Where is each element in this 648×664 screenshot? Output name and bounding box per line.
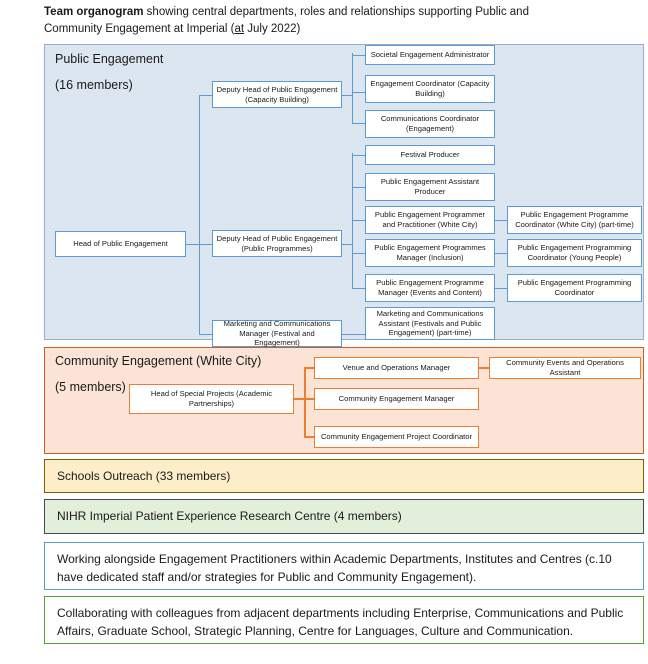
node-pe-programmes-manager-inclusion[interactable]: Public Engagement Programmes Manager (In… <box>365 239 495 267</box>
node-community-events-and-operations-assistant[interactable]: Community Events and Operations Assistan… <box>489 357 641 379</box>
node-community-engagement-project-coordinator[interactable]: Community Engagement Project Coordinator <box>314 426 479 448</box>
connector-to-pe-programming-coordinator <box>495 287 508 289</box>
node-pe-programmer-practitioner-white-city[interactable]: Public Engagement Programmer and Practit… <box>365 206 495 234</box>
caption-line2-underline: at <box>234 23 245 35</box>
connector-community-child-2 <box>304 398 315 400</box>
connector-spine-to-deputy-programmes <box>199 243 213 245</box>
node-deputy-head-public-programmes[interactable]: Deputy Head of Public Engagement (Public… <box>212 230 342 257</box>
connector-programmes-child-2 <box>352 186 366 188</box>
node-head-of-public-engagement[interactable]: Head of Public Engagement <box>55 231 186 257</box>
node-pe-programming-coordinator-young-people[interactable]: Public Engagement Programming Coordinato… <box>507 239 642 267</box>
connector-community-child-1 <box>304 367 315 369</box>
connector-to-pe-programming-coordinator-young-people <box>495 252 508 254</box>
connector-deputy-capacity-out <box>342 94 353 96</box>
caption-lead: Team organogram <box>44 6 144 18</box>
section-schools-outreach: Schools Outreach (33 members) <box>44 459 644 493</box>
connector-spine-to-deputy-capacity <box>199 94 213 96</box>
connector-special-projects-out <box>294 398 305 400</box>
community-engagement-member-count: (5 members) <box>55 380 126 394</box>
node-engagement-coordinator-capacity-building[interactable]: Engagement Coordinator (Capacity Buildin… <box>365 75 495 103</box>
node-societal-engagement-administrator[interactable]: Societal Engagement Administrator <box>365 45 495 65</box>
connector-spine-level1 <box>199 95 201 334</box>
connector-marketing-manager-to-assistant <box>342 333 365 335</box>
note-engagement-practitioners-text: Working alongside Engagement Practitione… <box>57 552 612 584</box>
connector-capacity-spine <box>352 53 354 123</box>
connector-community-spine <box>304 367 306 437</box>
community-engagement-title: Community Engagement (White City) <box>55 354 262 368</box>
connector-deputy-programmes-out <box>342 243 353 245</box>
node-public-engagement-assistant-producer[interactable]: Public Engagement Assistant Producer <box>365 173 495 201</box>
connector-programmes-child-1 <box>352 154 366 156</box>
node-head-of-special-projects[interactable]: Head of Special Projects (Academic Partn… <box>129 384 294 414</box>
section-note-adjacent-departments: Collaborating with colleagues from adjac… <box>44 596 644 644</box>
node-pe-programming-coordinator[interactable]: Public Engagement Programming Coordinato… <box>507 274 642 302</box>
schools-outreach-label: Schools Outreach (33 members) <box>57 469 231 483</box>
section-note-engagement-practitioners: Working alongside Engagement Practitione… <box>44 542 644 590</box>
nihr-label: NIHR Imperial Patient Experience Researc… <box>57 509 402 523</box>
caption-line2-post: July 2022) <box>244 23 301 35</box>
node-deputy-head-capacity-building[interactable]: Deputy Head of Public Engagement (Capaci… <box>212 81 342 108</box>
connector-venue-to-events-assistant <box>479 367 490 369</box>
connector-capacity-child-1 <box>352 54 366 56</box>
page-caption: Team organogram showing central departme… <box>44 4 624 38</box>
connector-programmes-child-4 <box>352 252 366 254</box>
connector-capacity-child-2 <box>352 91 366 93</box>
connector-to-pe-programme-coordinator-white-city <box>495 219 508 221</box>
node-marketing-communications-manager[interactable]: Marketing and Communications Manager (Fe… <box>212 319 342 347</box>
node-venue-and-operations-manager[interactable]: Venue and Operations Manager <box>314 357 479 379</box>
node-pe-programme-manager-events-content[interactable]: Public Engagement Programme Manager (Eve… <box>365 274 495 302</box>
connector-programmes-spine <box>352 153 354 289</box>
section-public-engagement: Public Engagement (16 members) Head of P… <box>44 44 644 347</box>
public-engagement-member-count: (16 members) <box>55 78 133 92</box>
node-pe-programme-coordinator-white-city[interactable]: Public Engagement Programme Coordinator … <box>507 206 642 234</box>
node-community-engagement-manager[interactable]: Community Engagement Manager <box>314 388 479 410</box>
public-engagement-title: Public Engagement <box>55 52 164 66</box>
connector-community-child-3 <box>304 436 315 438</box>
node-communications-coordinator-engagement[interactable]: Communications Coordinator (Engagement) <box>365 110 495 138</box>
connector-spine-to-marketing-manager <box>199 333 213 335</box>
caption-line1-rest: showing central departments, roles and r… <box>143 6 529 18</box>
connector-capacity-child-3 <box>352 122 366 124</box>
connector-programmes-child-5 <box>352 287 366 289</box>
connector-head-to-spine <box>186 243 200 245</box>
section-community-engagement: Community Engagement (White City) (5 mem… <box>44 347 644 454</box>
section-nihr-research-centre: NIHR Imperial Patient Experience Researc… <box>44 499 644 534</box>
node-marketing-communications-assistant[interactable]: Marketing and Communications Assistant (… <box>365 307 495 340</box>
note-adjacent-departments-text: Collaborating with colleagues from adjac… <box>57 606 624 638</box>
node-festival-producer[interactable]: Festival Producer <box>365 145 495 165</box>
connector-programmes-child-3 <box>352 219 366 221</box>
caption-line2-pre: Community Engagement at Imperial ( <box>44 23 235 35</box>
